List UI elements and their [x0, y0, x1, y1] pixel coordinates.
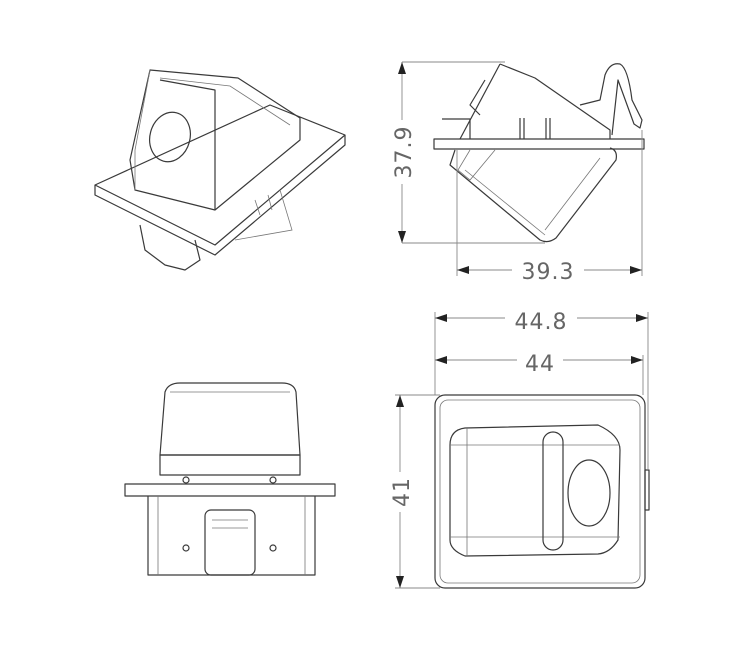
isometric-view — [94, 69, 346, 271]
side-view: 37.9 39.3 — [390, 61, 645, 285]
dimension-label-front-height: 41 — [390, 477, 415, 507]
lens — [567, 459, 611, 527]
dimension-label-inner-width: 44 — [525, 352, 555, 377]
rear-view — [124, 382, 336, 576]
dimension-label-outer-width: 44.8 — [515, 310, 568, 335]
front-view: 44.8 44 41 — [388, 304, 650, 589]
dimension-label-height: 37.9 — [392, 126, 417, 179]
dimension-label-width: 39.3 — [522, 260, 575, 285]
